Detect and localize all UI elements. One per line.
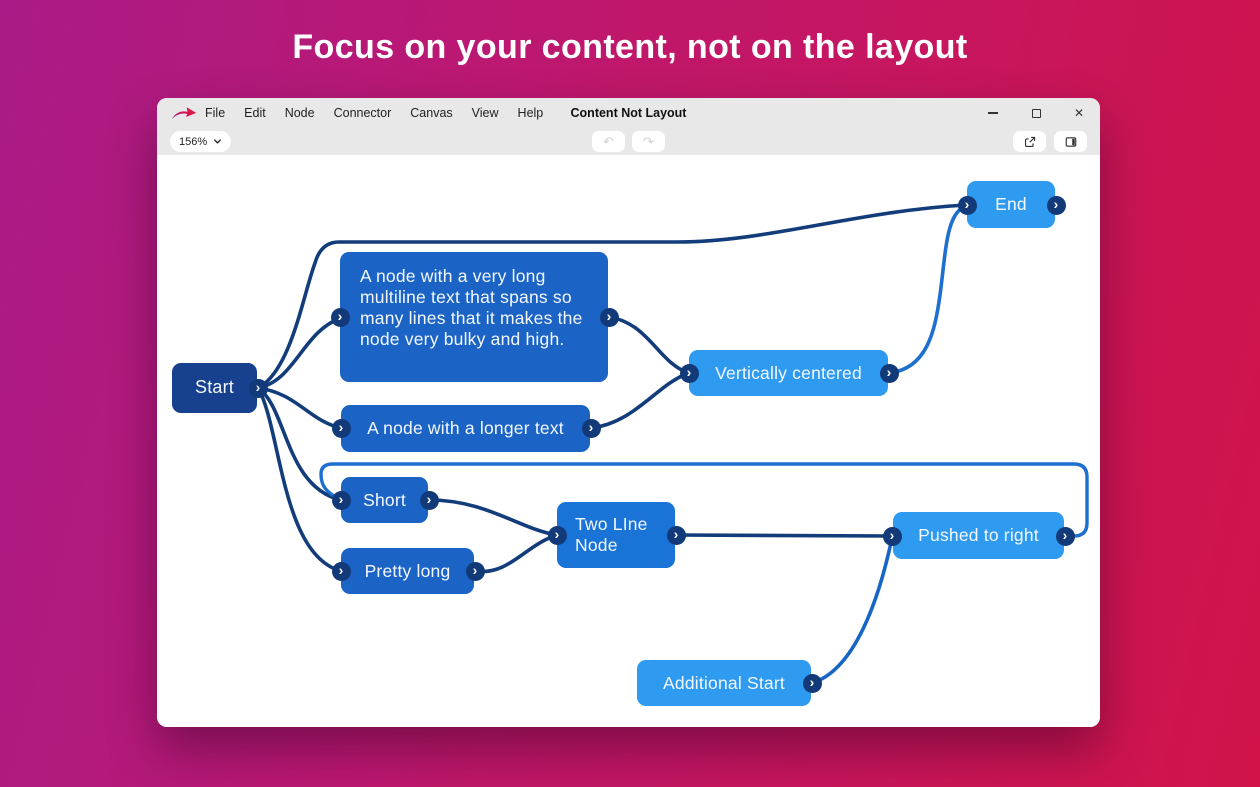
zoom-dropdown[interactable]: 156% bbox=[170, 131, 232, 152]
connection-point-pushed-right[interactable] bbox=[1055, 526, 1075, 546]
connection-point-start-right[interactable] bbox=[248, 378, 268, 398]
connection-point-short-left[interactable] bbox=[331, 490, 351, 510]
connector-longer-vcentered[interactable] bbox=[589, 371, 691, 430]
toolbar: 156% ↶ ↷ bbox=[157, 128, 1100, 155]
diagram-canvas[interactable]: Start A node with a very long multiline … bbox=[157, 155, 1100, 727]
connector-additional-pushed[interactable] bbox=[810, 536, 894, 685]
node-multiline[interactable]: A node with a very long multiline text t… bbox=[340, 252, 608, 382]
menu-canvas[interactable]: Canvas bbox=[410, 106, 453, 120]
connector-start-short[interactable] bbox=[256, 386, 343, 502]
connector-twoline-pushed[interactable] bbox=[674, 533, 894, 538]
connection-point-multiline-right[interactable] bbox=[599, 307, 619, 327]
connector-pretty-twoline[interactable] bbox=[473, 533, 559, 574]
connection-point-longer-left[interactable] bbox=[331, 418, 351, 438]
share-button[interactable] bbox=[1013, 131, 1046, 152]
menu-edit[interactable]: Edit bbox=[244, 106, 266, 120]
connector-vcentered-end[interactable] bbox=[887, 204, 968, 375]
close-icon[interactable]: ✕ bbox=[1073, 106, 1085, 120]
app-logo-arrow-icon bbox=[171, 104, 197, 122]
node-two-line[interactable]: Two LIne Node bbox=[557, 502, 675, 568]
node-pretty-long[interactable]: Pretty long bbox=[341, 548, 474, 594]
connector-start-pretty[interactable] bbox=[256, 386, 343, 573]
connection-point-vcentered-right[interactable] bbox=[879, 363, 899, 383]
node-end[interactable]: End bbox=[967, 181, 1055, 228]
connection-point-pushed-left[interactable] bbox=[882, 526, 902, 546]
toggle-side-panel-button[interactable] bbox=[1054, 131, 1087, 152]
connection-point-end-left[interactable] bbox=[957, 195, 977, 215]
connection-point-short-right[interactable] bbox=[419, 490, 439, 510]
menu-help[interactable]: Help bbox=[517, 106, 544, 120]
share-icon bbox=[1024, 136, 1035, 147]
connector-short-twoline[interactable] bbox=[427, 498, 559, 537]
node-start[interactable]: Start bbox=[172, 363, 257, 413]
title-bar: File Edit Node Connector Canvas View Hel… bbox=[157, 98, 1100, 128]
connection-point-vcentered-left[interactable] bbox=[679, 363, 699, 383]
connector-multiline-vcentered[interactable] bbox=[607, 315, 691, 375]
connection-point-longer-right[interactable] bbox=[581, 418, 601, 438]
menu-file[interactable]: File bbox=[205, 106, 226, 120]
menu-connector[interactable]: Connector bbox=[333, 106, 392, 120]
menu-node[interactable]: Node bbox=[284, 106, 315, 120]
connection-point-multiline-left[interactable] bbox=[330, 307, 350, 327]
chevron-down-icon bbox=[213, 137, 222, 146]
connection-point-twoline-right[interactable] bbox=[666, 525, 686, 545]
right-tools bbox=[1013, 131, 1087, 152]
node-vertically-centered[interactable]: Vertically centered bbox=[689, 350, 888, 396]
menu-bar: File Edit Node Connector Canvas View Hel… bbox=[205, 106, 543, 120]
maximize-icon[interactable] bbox=[1029, 106, 1043, 120]
app-window: File Edit Node Connector Canvas View Hel… bbox=[157, 98, 1100, 727]
zoom-level: 156% bbox=[179, 135, 208, 148]
menu-view[interactable]: View bbox=[471, 106, 499, 120]
window-controls: ✕ bbox=[986, 106, 1086, 120]
connector-start-multiline[interactable] bbox=[256, 316, 343, 390]
connection-point-additional-right[interactable] bbox=[802, 673, 822, 693]
connection-point-pretty-right[interactable] bbox=[465, 561, 485, 581]
hero-headline: Focus on your content, not on the layout bbox=[292, 28, 968, 66]
connection-point-pretty-left[interactable] bbox=[331, 561, 351, 581]
node-short[interactable]: Short bbox=[341, 477, 428, 523]
connection-point-twoline-left[interactable] bbox=[547, 525, 567, 545]
minimize-icon[interactable] bbox=[986, 106, 1000, 120]
undo-button[interactable]: ↶ bbox=[592, 131, 625, 152]
connection-point-end-right[interactable] bbox=[1046, 195, 1066, 215]
redo-button[interactable]: ↷ bbox=[632, 131, 665, 152]
history-buttons: ↶ ↷ bbox=[157, 131, 1100, 152]
connector-start-end[interactable] bbox=[256, 203, 968, 390]
node-longer-text[interactable]: A node with a longer text bbox=[341, 405, 590, 452]
connector-short-pushed-loop[interactable] bbox=[319, 462, 1089, 538]
node-pushed-to-right[interactable]: Pushed to right bbox=[893, 512, 1064, 559]
node-additional-start[interactable]: Additional Start bbox=[637, 660, 811, 706]
side-panel-icon bbox=[1065, 136, 1076, 147]
connectors-layer bbox=[256, 203, 1089, 685]
